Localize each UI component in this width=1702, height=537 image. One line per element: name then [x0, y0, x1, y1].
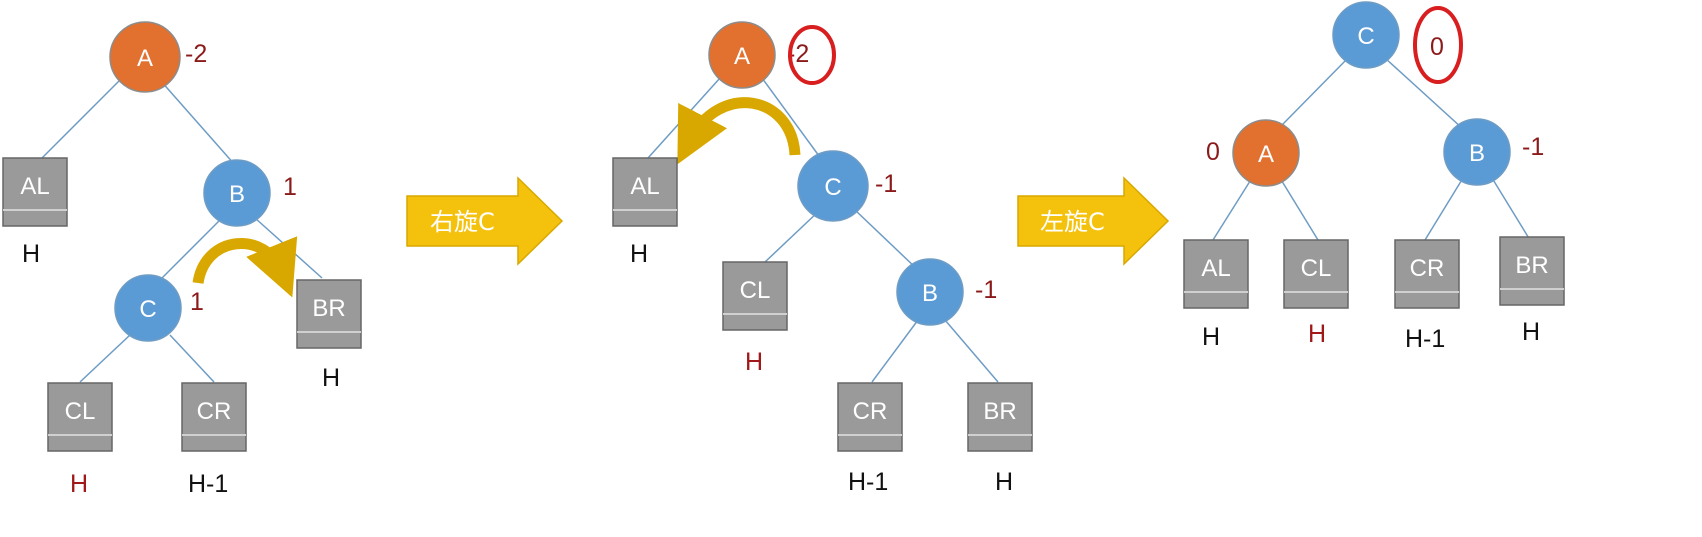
leaf-al-label: AL: [630, 173, 659, 200]
node-b-label: B: [1469, 140, 1485, 167]
node-a-label: A: [137, 45, 153, 72]
height-cr: H-1: [848, 468, 888, 496]
step2-tree: A -2 C -1 B -1 AL H CL H: [612, 21, 1033, 496]
height-cr: H-1: [1405, 325, 1445, 353]
edge-c-b: [1384, 57, 1463, 129]
balance-factor-c: 0: [1430, 33, 1444, 61]
block-arrow-icon: [406, 176, 564, 266]
edge-a-b: [159, 79, 236, 166]
edge-c-b: [854, 209, 919, 271]
height-br: H: [1522, 318, 1540, 346]
node-c: C: [1332, 1, 1400, 69]
edge-b-cr: [871, 319, 919, 383]
leaf-al-label: AL: [1201, 255, 1230, 282]
transition-arrow-2: 左旋C: [1017, 176, 1170, 266]
annotation-circle-icon: [788, 25, 836, 85]
rotation-curved-arrow-icon: [677, 97, 801, 165]
leaf-cl-label: CL: [740, 277, 771, 304]
edge-c-a: [1281, 57, 1349, 126]
node-a-label: A: [734, 43, 750, 70]
height-cr: H-1: [188, 470, 228, 498]
transition-arrow-1: 右旋C: [406, 176, 564, 266]
leaf-br: BR: [1499, 236, 1565, 306]
leaf-cl: CL: [722, 261, 788, 331]
leaf-br-label: BR: [312, 295, 345, 322]
node-a: A: [708, 21, 776, 89]
node-b: B: [896, 258, 964, 326]
node-a-label: A: [1258, 141, 1274, 168]
edge-a-c: [761, 77, 823, 161]
balance-factor-c: 1: [190, 288, 204, 316]
rotation-curved-arrow-icon: [192, 236, 298, 298]
balance-factor-a: -2: [185, 40, 207, 68]
arrow1-label: 右旋C: [430, 208, 495, 236]
edge-b-cr: [1424, 177, 1464, 241]
height-cl: H: [1308, 320, 1326, 348]
height-br: H: [322, 364, 340, 392]
arrow2-label: 左旋C: [1040, 208, 1105, 236]
edge-b-c: [159, 217, 223, 281]
node-b-label: B: [229, 181, 245, 208]
height-al: H: [1202, 323, 1220, 351]
step1-tree: A -2 B 1 C 1 AL H BR H: [2, 21, 362, 498]
balance-factor-b: -1: [1522, 133, 1544, 161]
height-al: H: [22, 240, 40, 268]
node-b: B: [203, 159, 271, 227]
edge-c-cr: [169, 334, 215, 383]
balance-factor-b: 1: [283, 173, 297, 201]
node-c-label: C: [824, 174, 841, 201]
node-c: C: [114, 274, 182, 342]
leaf-cr: CR: [1394, 239, 1460, 309]
annotation-circle-icon: [1413, 6, 1463, 84]
edge-a-cl: [1279, 177, 1319, 241]
leaf-br: BR: [296, 279, 362, 349]
leaf-al: AL: [612, 157, 678, 227]
edge-a-al: [1212, 177, 1253, 241]
balance-factor-b: -1: [975, 276, 997, 304]
leaf-cr-label: CR: [197, 398, 232, 425]
block-arrow-icon: [1017, 176, 1170, 266]
height-al: H: [630, 240, 648, 268]
balance-factor-a: 0: [1206, 138, 1220, 166]
leaf-al: AL: [2, 157, 68, 227]
leaf-cl: CL: [1283, 239, 1349, 309]
leaf-br-label: BR: [983, 398, 1016, 425]
leaf-cl-label: CL: [1301, 255, 1332, 282]
edge-a-al: [39, 79, 121, 161]
leaf-cr: CR: [181, 382, 247, 452]
node-b: B: [1443, 118, 1511, 186]
leaf-cl: CL: [47, 382, 113, 452]
step3-tree: C 0 A 0 B -1 AL H CL H: [1183, 1, 1565, 353]
height-cl: H: [745, 348, 763, 376]
node-a: A: [109, 21, 181, 93]
edge-c-cl: [79, 334, 131, 383]
edge-b-br: [944, 319, 999, 383]
edge-c-cl: [764, 209, 821, 263]
leaf-br-label: BR: [1515, 252, 1548, 279]
balance-factor-c: -1: [875, 170, 897, 198]
node-c: C: [797, 150, 869, 222]
leaf-cr-label: CR: [1410, 255, 1445, 282]
leaf-al: AL: [1183, 239, 1249, 309]
node-c-label: C: [139, 296, 156, 323]
node-b-label: B: [922, 280, 938, 307]
edge-b-br: [1491, 177, 1531, 241]
leaf-al-label: AL: [20, 173, 49, 200]
node-c-label: C: [1357, 23, 1374, 50]
leaf-cr: CR: [837, 382, 903, 452]
height-cl: H: [70, 470, 88, 498]
leaf-cl-label: CL: [65, 398, 96, 425]
height-br: H: [995, 468, 1013, 496]
leaf-br: BR: [967, 382, 1033, 452]
leaf-cr-label: CR: [853, 398, 888, 425]
node-a: A: [1232, 119, 1300, 187]
